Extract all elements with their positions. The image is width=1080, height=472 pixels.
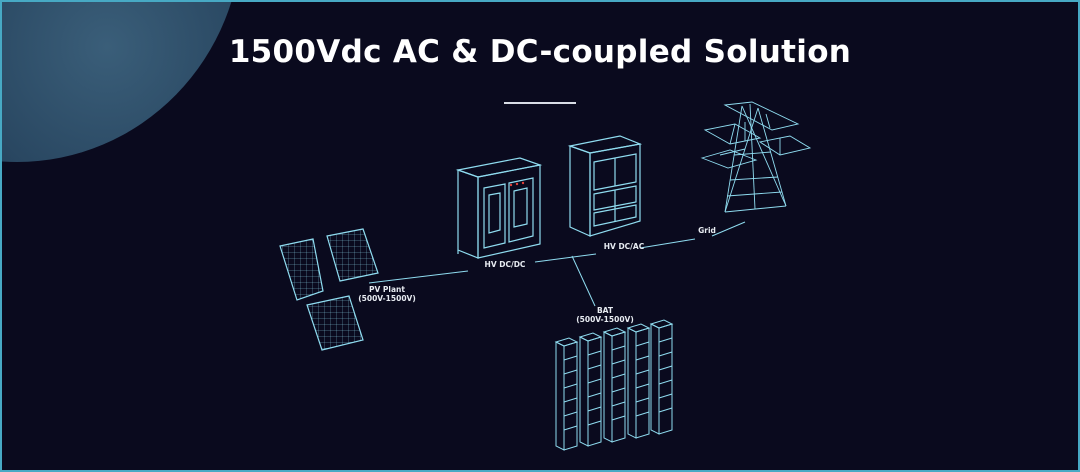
- transmission-tower-icon: [700, 101, 812, 213]
- dcac-to-grid-line: [639, 238, 696, 249]
- pv-panel-1-icon: [279, 238, 324, 301]
- hv-dcac-cabinet-icon: [567, 135, 643, 237]
- battery-racks-icon: [554, 319, 674, 451]
- dcdc-to-dcac-line: [534, 253, 597, 263]
- hv-dcdc-label: HV DC/DC: [484, 260, 526, 269]
- bat-name: BAT: [596, 306, 614, 315]
- bat-range: (500V-1500V): [576, 315, 634, 324]
- junction-to-bat-line: [571, 255, 596, 307]
- pv-panel-2-icon: [326, 228, 379, 282]
- pv-plant-range: (500V-1500V): [358, 294, 416, 303]
- hv-dcac-label: HV DC/AC: [603, 242, 645, 251]
- grid-label: Grid: [698, 226, 716, 235]
- pv-to-dcdc-line: [368, 270, 469, 284]
- diagram-title: 1500Vdc AC & DC-coupled Solution: [228, 34, 852, 70]
- title-underline: [504, 102, 576, 104]
- pv-panel-3-icon: [306, 295, 364, 351]
- grid-to-tower-line: [711, 221, 746, 237]
- battery-rack-2: [578, 332, 603, 447]
- battery-rack-4: [626, 323, 651, 439]
- pv-plant-label: PV Plant (500V-1500V): [352, 285, 422, 303]
- battery-rack-5: [649, 319, 674, 435]
- pv-plant-name: PV Plant: [369, 285, 405, 294]
- bat-label: BAT (500V-1500V): [570, 306, 640, 324]
- connection-lines: [368, 221, 746, 307]
- cabinet-indicator-lights: [509, 181, 525, 187]
- battery-rack-3: [602, 327, 627, 443]
- hv-dcdc-cabinet-icon: [455, 157, 543, 259]
- battery-rack-1: [554, 337, 579, 451]
